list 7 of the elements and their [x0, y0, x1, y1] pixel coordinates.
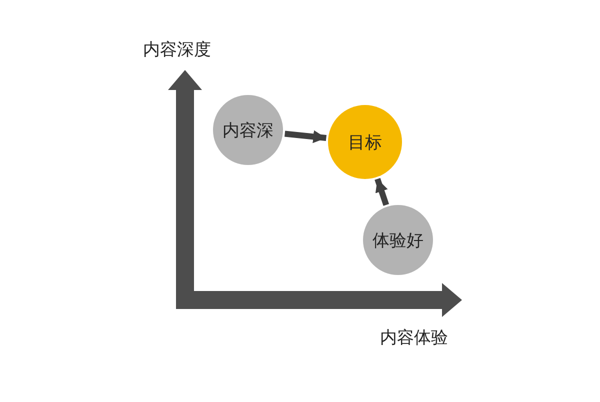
node-text: 内容深: [222, 120, 274, 142]
arrow: [374, 178, 390, 206]
node-text: 体验好: [372, 230, 424, 252]
axis-label: 内容深度: [143, 39, 211, 61]
node-text: 目标: [348, 132, 382, 154]
axis-label: 内容体验: [380, 327, 448, 349]
arrow: [284, 130, 326, 144]
